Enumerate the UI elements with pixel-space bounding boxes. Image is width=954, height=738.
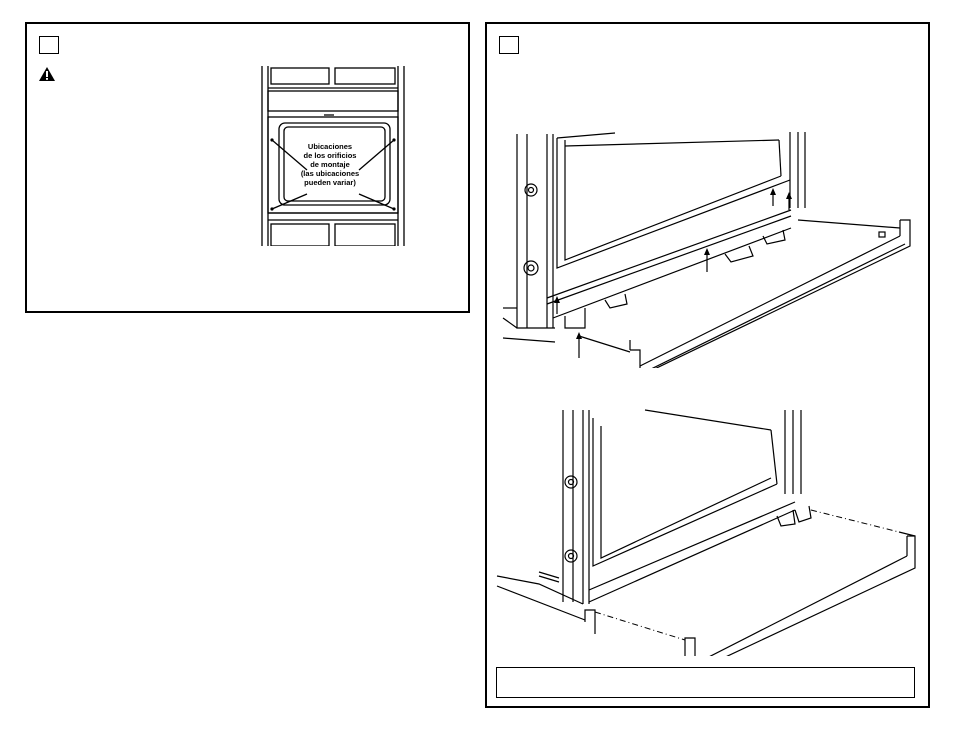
note-box (496, 667, 915, 698)
cabinet-mounting-holes-illustration (261, 66, 405, 246)
oven-trim-installation-illustration (496, 409, 916, 656)
mounting-holes-label: Ubicaciones de los orificios de montaje … (289, 142, 371, 187)
label-line-1: Ubicaciones (307, 142, 353, 151)
oven-trim-removal-illustration (502, 132, 911, 368)
right-instruction-panel (485, 22, 930, 708)
warning-triangle-icon (39, 67, 55, 81)
label-line-3: de montaje (310, 160, 350, 169)
left-instruction-panel: Ubicaciones de los orificios de montaje … (25, 22, 470, 313)
label-line-5: pueden variar) (304, 178, 356, 187)
step-number-box (39, 36, 59, 54)
label-line-2: de los orificios (303, 151, 357, 160)
label-line-4: (las ubicaciones (300, 169, 360, 178)
step-number-box (499, 36, 519, 54)
